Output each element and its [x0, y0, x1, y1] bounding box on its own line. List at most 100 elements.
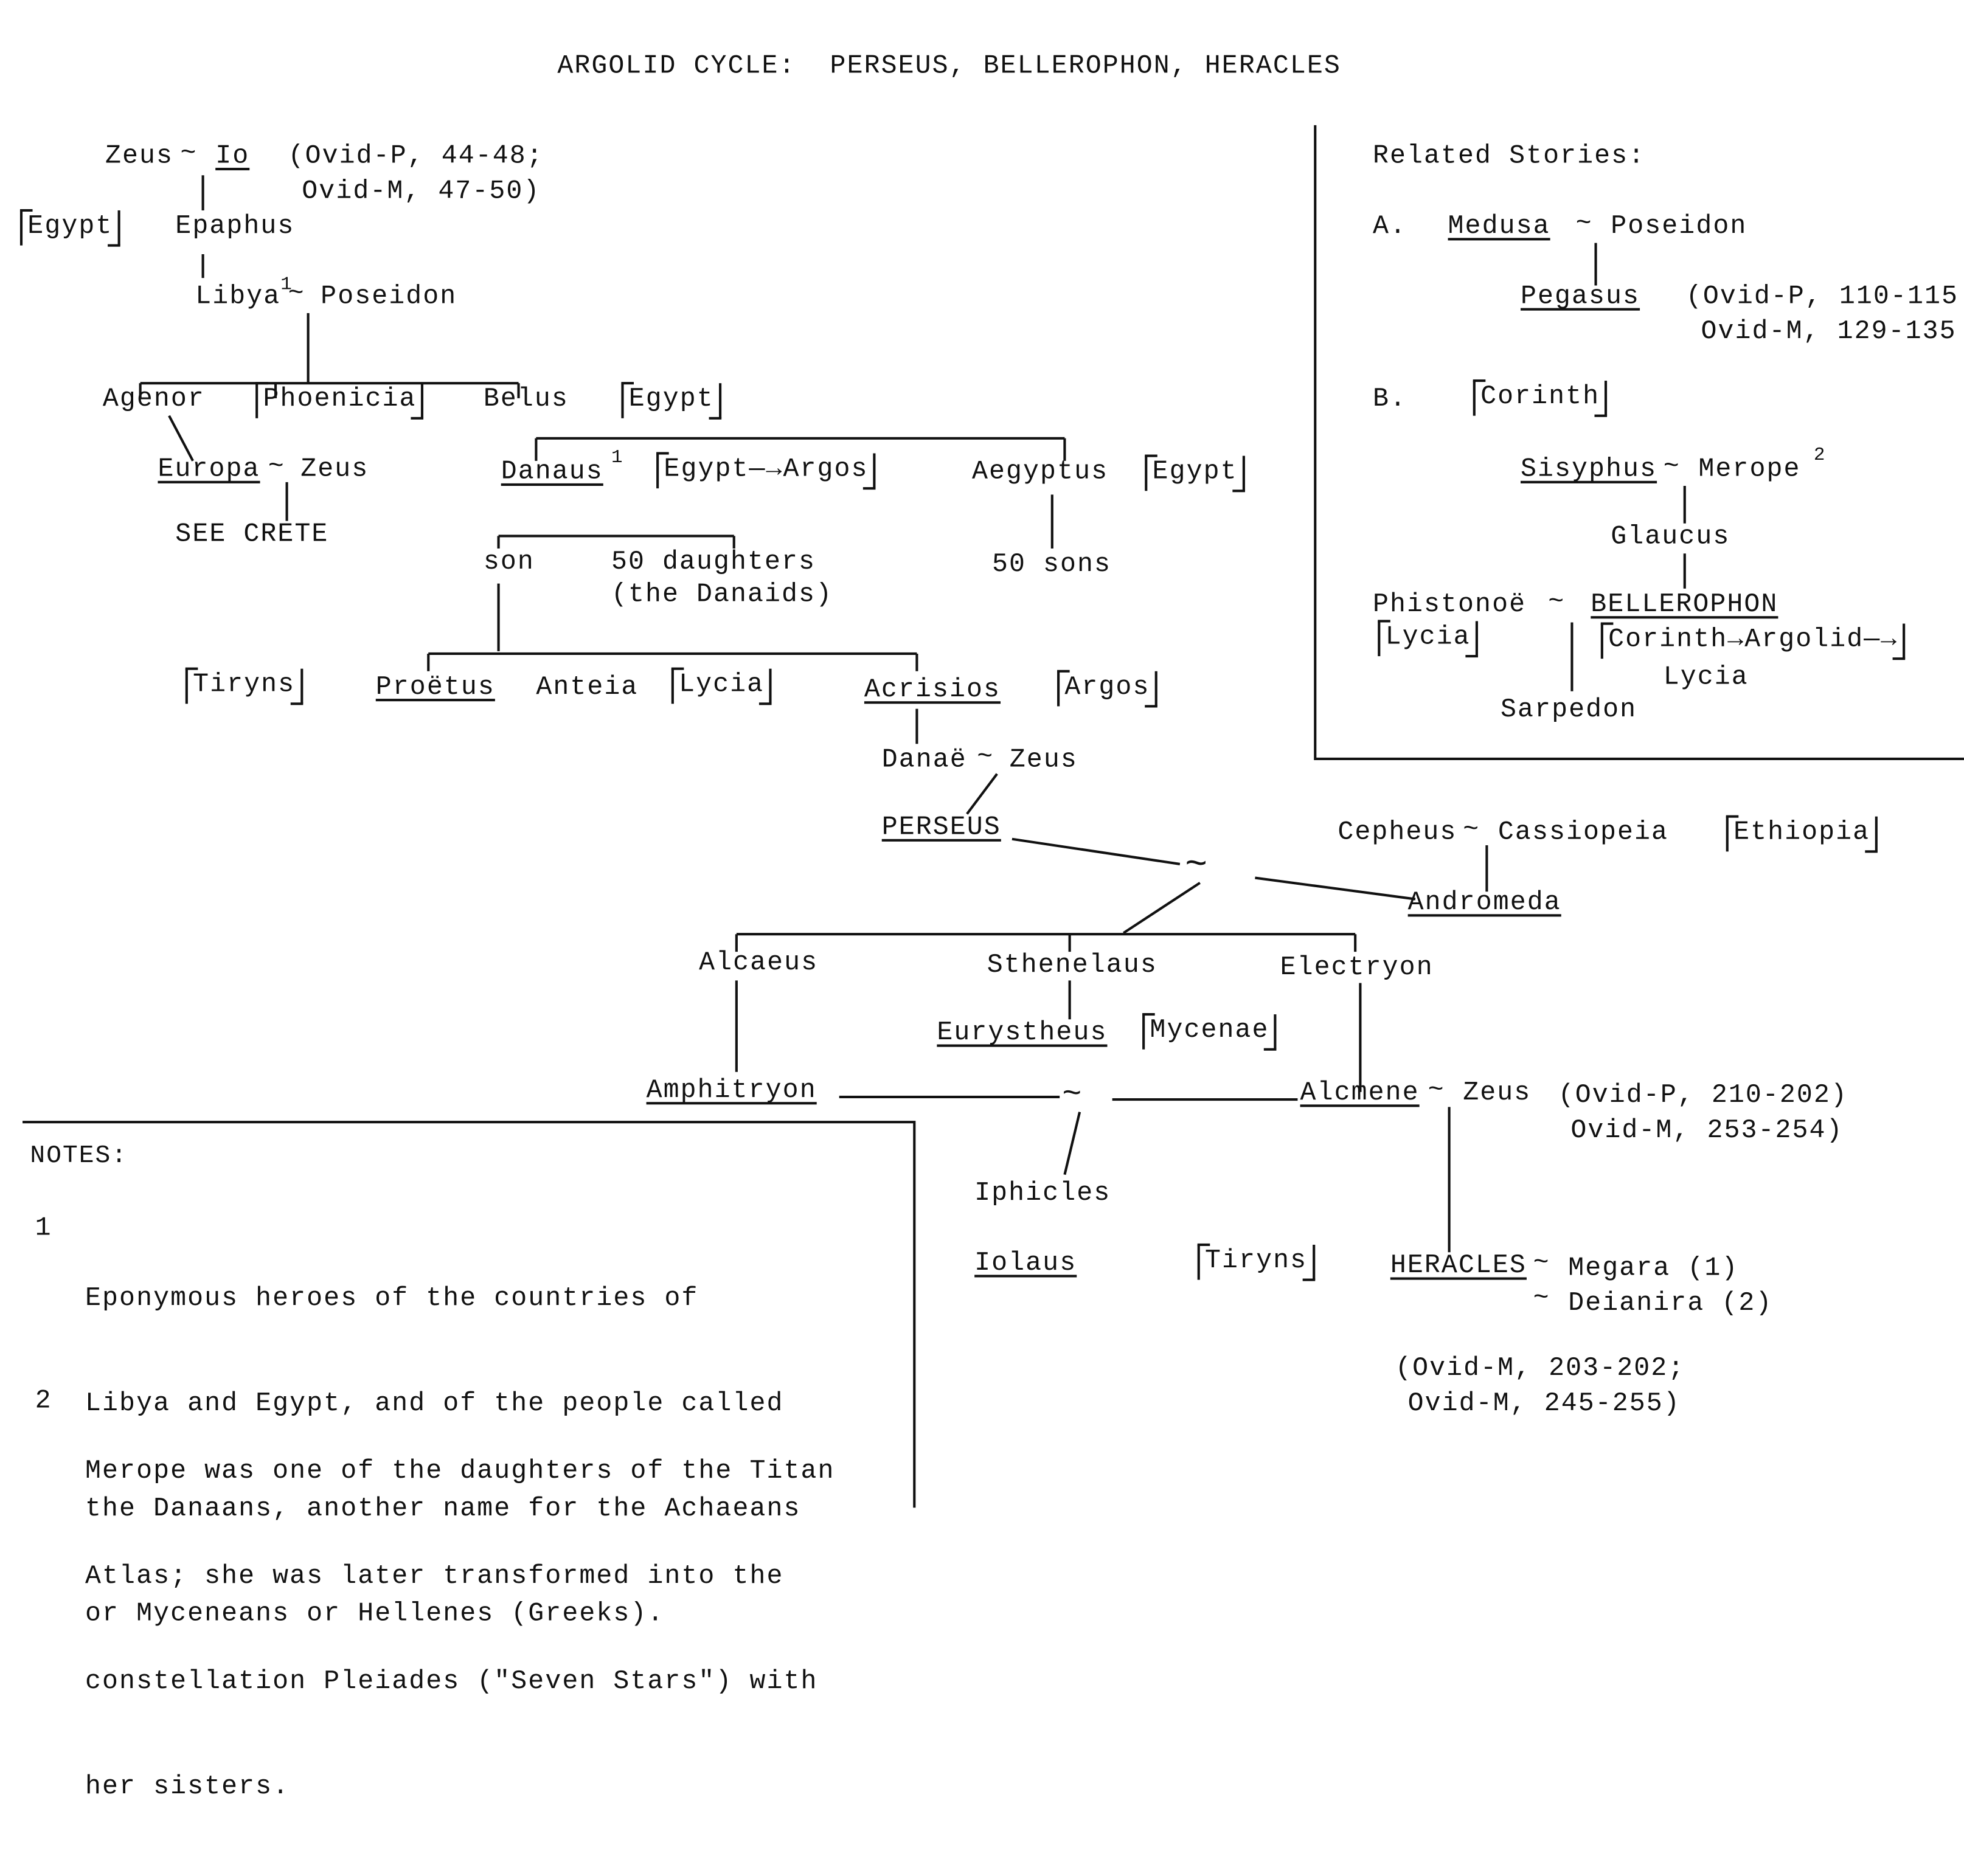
node-fifty-sons: 50 sons [991, 551, 1112, 580]
node-zeus: Zeus [1463, 1079, 1532, 1109]
node-anteia: Anteia [536, 673, 639, 703]
node-danaus: Danaus [501, 458, 603, 488]
union-symbol: ~ [1663, 453, 1681, 482]
notes-heading: NOTES: [30, 1142, 128, 1171]
node-son: son [483, 548, 535, 578]
union-symbol: ~ [180, 140, 198, 170]
place-box-tiryns: Tiryns [185, 667, 303, 705]
union-symbol: ~ [1548, 588, 1566, 618]
node-danaids: (the Danaids) [611, 581, 833, 610]
node-proetus: Proëtus [375, 673, 495, 703]
union-symbol: ~ [1185, 845, 1209, 888]
story-label-a: A. [1372, 213, 1407, 242]
node-phistonoe: Phistonoë [1372, 590, 1527, 620]
ovid-reference: (Ovid-P, 210-202) [1558, 1082, 1848, 1111]
node-io: Io [215, 142, 250, 172]
union-symbol: ~ [1428, 1076, 1445, 1106]
node-medusa: Medusa [1448, 213, 1550, 242]
place-box-corinth: Corinth [1473, 379, 1608, 417]
node-alcmene: Alcmene [1300, 1079, 1420, 1109]
note-line: Atlas; she was later transformed into th… [85, 1563, 784, 1592]
place-box-egypt: Egypt [621, 382, 722, 420]
node-cepheus: Cepheus [1338, 819, 1457, 848]
place-box-ethiopia: Ethiopia [1726, 815, 1878, 853]
union-symbol: ~ [288, 280, 305, 310]
footnote-marker: 1 [280, 274, 293, 296]
node-andromeda: Andromeda [1407, 889, 1561, 918]
node-sarpedon: Sarpedon [1501, 696, 1637, 725]
related-stories-frame [1314, 125, 1964, 760]
ovid-reference: Ovid-M, 245-255) [1407, 1390, 1681, 1419]
note-line: Libya and Egypt, and of the people calle… [85, 1390, 784, 1419]
place-lycia: Lycia [1663, 663, 1749, 693]
place-box-egypt: Egypt [1145, 454, 1246, 493]
ovid-reference: Ovid-M, 253-254) [1570, 1116, 1844, 1146]
node-pegasus: Pegasus [1520, 283, 1640, 312]
place-box-lycia: Lycia [671, 667, 772, 705]
place-box-tiryns: Tiryns [1197, 1243, 1315, 1281]
footnote-marker: 1 [611, 447, 624, 469]
place-box-lycia: Lycia [1378, 620, 1479, 658]
connector-lines [23, 125, 1964, 1508]
node-merope: Merope [1698, 455, 1801, 485]
node-glaucus: Glaucus [1611, 523, 1730, 553]
diagram-stage: ARGOLID CYCLE: PERSEUS, BELLEROPHON, HER… [19, 52, 1964, 1802]
node-eurystheus: Eurystheus [937, 1019, 1108, 1048]
node-poseidon: Poseidon [321, 283, 457, 312]
node-zeus: Zeus [1009, 746, 1078, 775]
node-fifty-daughters: 50 daughters [611, 548, 816, 578]
node-perseus: PERSEUS [881, 814, 1001, 843]
note-line: Merope was one of the daughters of the T… [85, 1458, 835, 1487]
note-line: her sisters. [85, 1773, 290, 1802]
union-symbol: ~ [268, 453, 285, 482]
see-crete-reference: SEE CRETE [175, 521, 329, 550]
node-belus: Belus [483, 386, 569, 415]
node-danae: Danaë [881, 746, 967, 775]
notes-frame [23, 1121, 916, 1508]
union-symbol: ~ [1062, 1075, 1083, 1113]
node-electryon: Electryon [1280, 954, 1434, 983]
node-alcaeus: Alcaeus [699, 949, 819, 978]
union-symbol: ~ [977, 744, 994, 773]
place-box-egypt-argos: Egypt—→Argos [656, 452, 876, 490]
node-sthenelaus: Sthenelaus [987, 952, 1157, 981]
node-zeus: Zeus [300, 455, 369, 485]
node-europa: Europa [158, 455, 260, 485]
node-iolaus: Iolaus [974, 1250, 1077, 1279]
ovid-reference: (Ovid-P, 44-48; [288, 142, 544, 172]
place-box-mycenae: Mycenae [1142, 1012, 1277, 1051]
node-heracles: HERACLES [1390, 1252, 1527, 1281]
place-box-corinth-argolid: Corinth→Argolid—→ [1600, 622, 1906, 660]
place-box-egypt: Egypt [19, 209, 120, 247]
node-libya: Libya [195, 283, 281, 312]
node-acrisios: Acrisios [864, 676, 1001, 705]
note-line: constellation Pleiades ("Seven Stars") w… [85, 1667, 818, 1697]
union-symbol: ~ [1575, 210, 1593, 240]
node-amphitryon: Amphitryon [646, 1076, 817, 1106]
ovid-reference: Ovid-M, 47-50) [302, 178, 541, 207]
union-symbol: ~ [1533, 1284, 1550, 1314]
node-poseidon: Poseidon [1611, 213, 1747, 242]
ovid-reference: (Ovid-P, 110-115 [1685, 283, 1959, 312]
node-iphicles: Iphicles [974, 1179, 1111, 1209]
node-aegyptus: Aegyptus [972, 458, 1109, 488]
place-box-argos: Argos [1057, 670, 1157, 708]
node-cassiopeia: Cassiopeia [1497, 819, 1669, 848]
node-sisyphus: Sisyphus [1520, 455, 1657, 485]
related-stories-heading: Related Stories: [1372, 142, 1646, 172]
node-bellerophon: BELLEROPHON [1591, 590, 1778, 620]
node-zeus: Zeus [105, 142, 174, 172]
note-marker: 1 [35, 1214, 52, 1244]
note-line: Eponymous heroes of the countries of [85, 1284, 699, 1314]
page-title: ARGOLID CYCLE: PERSEUS, BELLEROPHON, HER… [557, 52, 1341, 81]
ovid-reference: Ovid-M, 129-135 [1701, 318, 1957, 347]
story-label-b: B. [1372, 386, 1407, 415]
note-2: Merope was one of the daughters of the T… [85, 1385, 835, 1876]
node-megara: Megara (1) [1568, 1255, 1739, 1284]
union-symbol: ~ [1463, 816, 1480, 846]
footnote-marker: 2 [1813, 445, 1827, 466]
place-box-phoenicia: Phoenicia [255, 382, 425, 420]
node-agenor: Agenor [102, 386, 205, 415]
note-marker: 2 [35, 1387, 52, 1417]
union-symbol: ~ [1533, 1250, 1550, 1279]
